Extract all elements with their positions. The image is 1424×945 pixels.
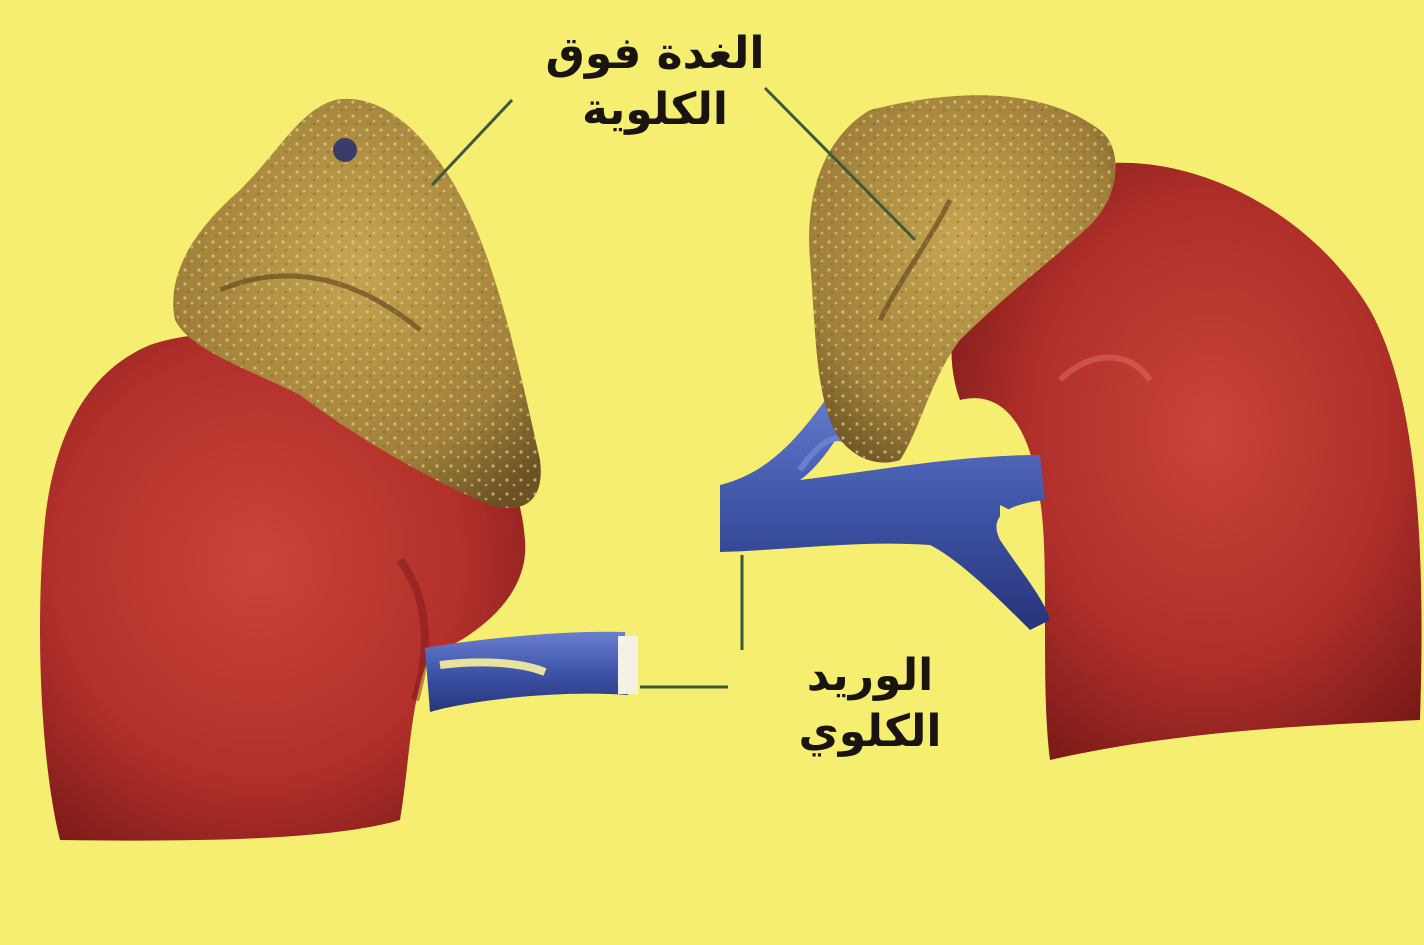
adrenal-gland-label-line2: الكلوية: [530, 82, 780, 138]
renal-vein-label-line1: الوريد: [770, 648, 970, 704]
leader-line-left-adrenal: [432, 100, 512, 185]
renal-vein-label: الوريد الكلوي: [770, 648, 970, 760]
adrenal-gland-label: الغدة فوق الكلوية: [530, 26, 780, 138]
renal-vein-label-line2: الكلوي: [770, 704, 970, 760]
adrenal-gland-label-line1: الغدة فوق: [530, 26, 780, 82]
left-renal-vein: [425, 632, 638, 712]
